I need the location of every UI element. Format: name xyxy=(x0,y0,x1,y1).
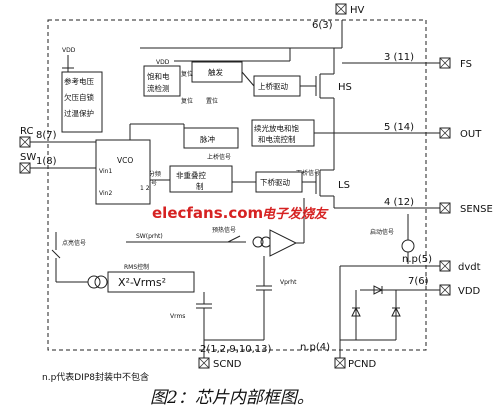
rms-block-label: X²-Vrms² xyxy=(118,276,166,289)
ls-label: LS xyxy=(338,180,350,191)
vprht-label: Vprht xyxy=(280,279,297,286)
vco-block xyxy=(95,139,151,205)
pin-pcnd-num: n.p(4) xyxy=(300,342,330,353)
sat-line-1: 饱和电 xyxy=(147,71,170,81)
div-small-label: 1 2 xyxy=(140,185,150,192)
upper-signal-label: 上桥信号 xyxy=(207,153,231,161)
pin-out-label: OUT xyxy=(460,129,482,140)
nonoverlap-line-1: 非重叠控 xyxy=(176,170,206,180)
pin-vdd-num: 7(6) xyxy=(408,276,429,287)
lower-drive-label: 下桥驱动 xyxy=(260,177,290,187)
pin-dvdt-num: n.p(5) xyxy=(402,254,432,265)
vin1-label: Vin1 xyxy=(99,168,112,175)
ignite-signal-label: 点亮信号 xyxy=(62,239,86,247)
pin-pcnd-label: PCND xyxy=(348,359,376,370)
pin-hv-label: HV xyxy=(350,5,365,16)
div2-line-2: 信号 xyxy=(145,179,157,187)
lower-signal-label: 下桥信号 xyxy=(296,169,320,177)
vrms-label: Vrms xyxy=(170,313,185,320)
saturation-detect-block xyxy=(143,65,181,97)
watermark-brand-cn: 电子发烧友 xyxy=(262,206,329,222)
start-signal-label: 启动信号 xyxy=(370,228,394,236)
nonoverlap-line-2: 制 xyxy=(196,181,204,191)
watermark-brand: elecfans.com xyxy=(152,204,263,222)
pin-rc-num: 8(7) xyxy=(36,130,57,141)
pin-sw-num: 1(8) xyxy=(36,156,57,167)
pin-vdd-label: VDD xyxy=(458,286,481,297)
pulse-block xyxy=(183,127,239,149)
upper-drive-label: 上桥驱动 xyxy=(258,81,288,91)
vco-label: VCO xyxy=(117,156,133,165)
reset-label-1: 复位 xyxy=(181,70,193,78)
vin2-label: Vin2 xyxy=(99,190,112,197)
pin-hv-num: 6(3) xyxy=(312,20,333,31)
ref-line-2: 欠压自锁 xyxy=(64,92,94,102)
pin-sense-num: 4 (12) xyxy=(384,197,414,208)
rms-control-label: RMS控制 xyxy=(124,263,149,271)
preheat-signal-label: 预热信号 xyxy=(212,226,236,234)
trigger-label: 触发 xyxy=(208,67,223,77)
ref-line-1: 参考电压 xyxy=(64,76,94,86)
ref-line-3: 过温保护 xyxy=(64,108,94,118)
pin-fs-num: 3 (11) xyxy=(384,52,414,63)
diode-control-block xyxy=(251,119,315,147)
pin-fs-label: FS xyxy=(460,59,472,70)
pin-sense-label: SENSE xyxy=(460,204,493,215)
vdd-mid-label: VDD xyxy=(156,59,170,66)
reset-label-2: 复位 xyxy=(181,97,193,105)
sat-line-2: 流检测 xyxy=(147,83,170,93)
pin-sw-label: SW xyxy=(20,152,36,163)
vdd-top-label: VDD xyxy=(62,47,76,54)
nonoverlap-block xyxy=(169,165,233,193)
reference-block xyxy=(61,71,103,133)
chip-outline xyxy=(47,19,427,351)
rms-block xyxy=(107,271,195,293)
pin-rc-label: RC xyxy=(20,126,33,137)
sw-prht-label: SW(prht) xyxy=(136,233,163,240)
figure-caption: 图2：芯片内部框图。 xyxy=(150,388,314,408)
np-note: n.p代表DIP8封装中不包含 xyxy=(42,371,149,383)
pin-out-num: 5 (14) xyxy=(384,122,414,133)
diode-line-1: 续光放电和饱 xyxy=(254,123,299,133)
pin-scnd-label: SCND xyxy=(213,359,242,370)
div2-line-1: 2分频 xyxy=(145,170,161,178)
pin-dvdt-label: dvdt xyxy=(458,262,481,273)
pulse-label: 脉冲 xyxy=(200,134,215,144)
set-label: 置位 xyxy=(206,97,218,105)
hs-label: HS xyxy=(338,82,352,93)
diode-line-2: 和电流控制 xyxy=(258,134,296,144)
pin-scnd-num: 2(1,2,9,10,13) xyxy=(200,344,272,355)
comparator xyxy=(269,229,298,257)
